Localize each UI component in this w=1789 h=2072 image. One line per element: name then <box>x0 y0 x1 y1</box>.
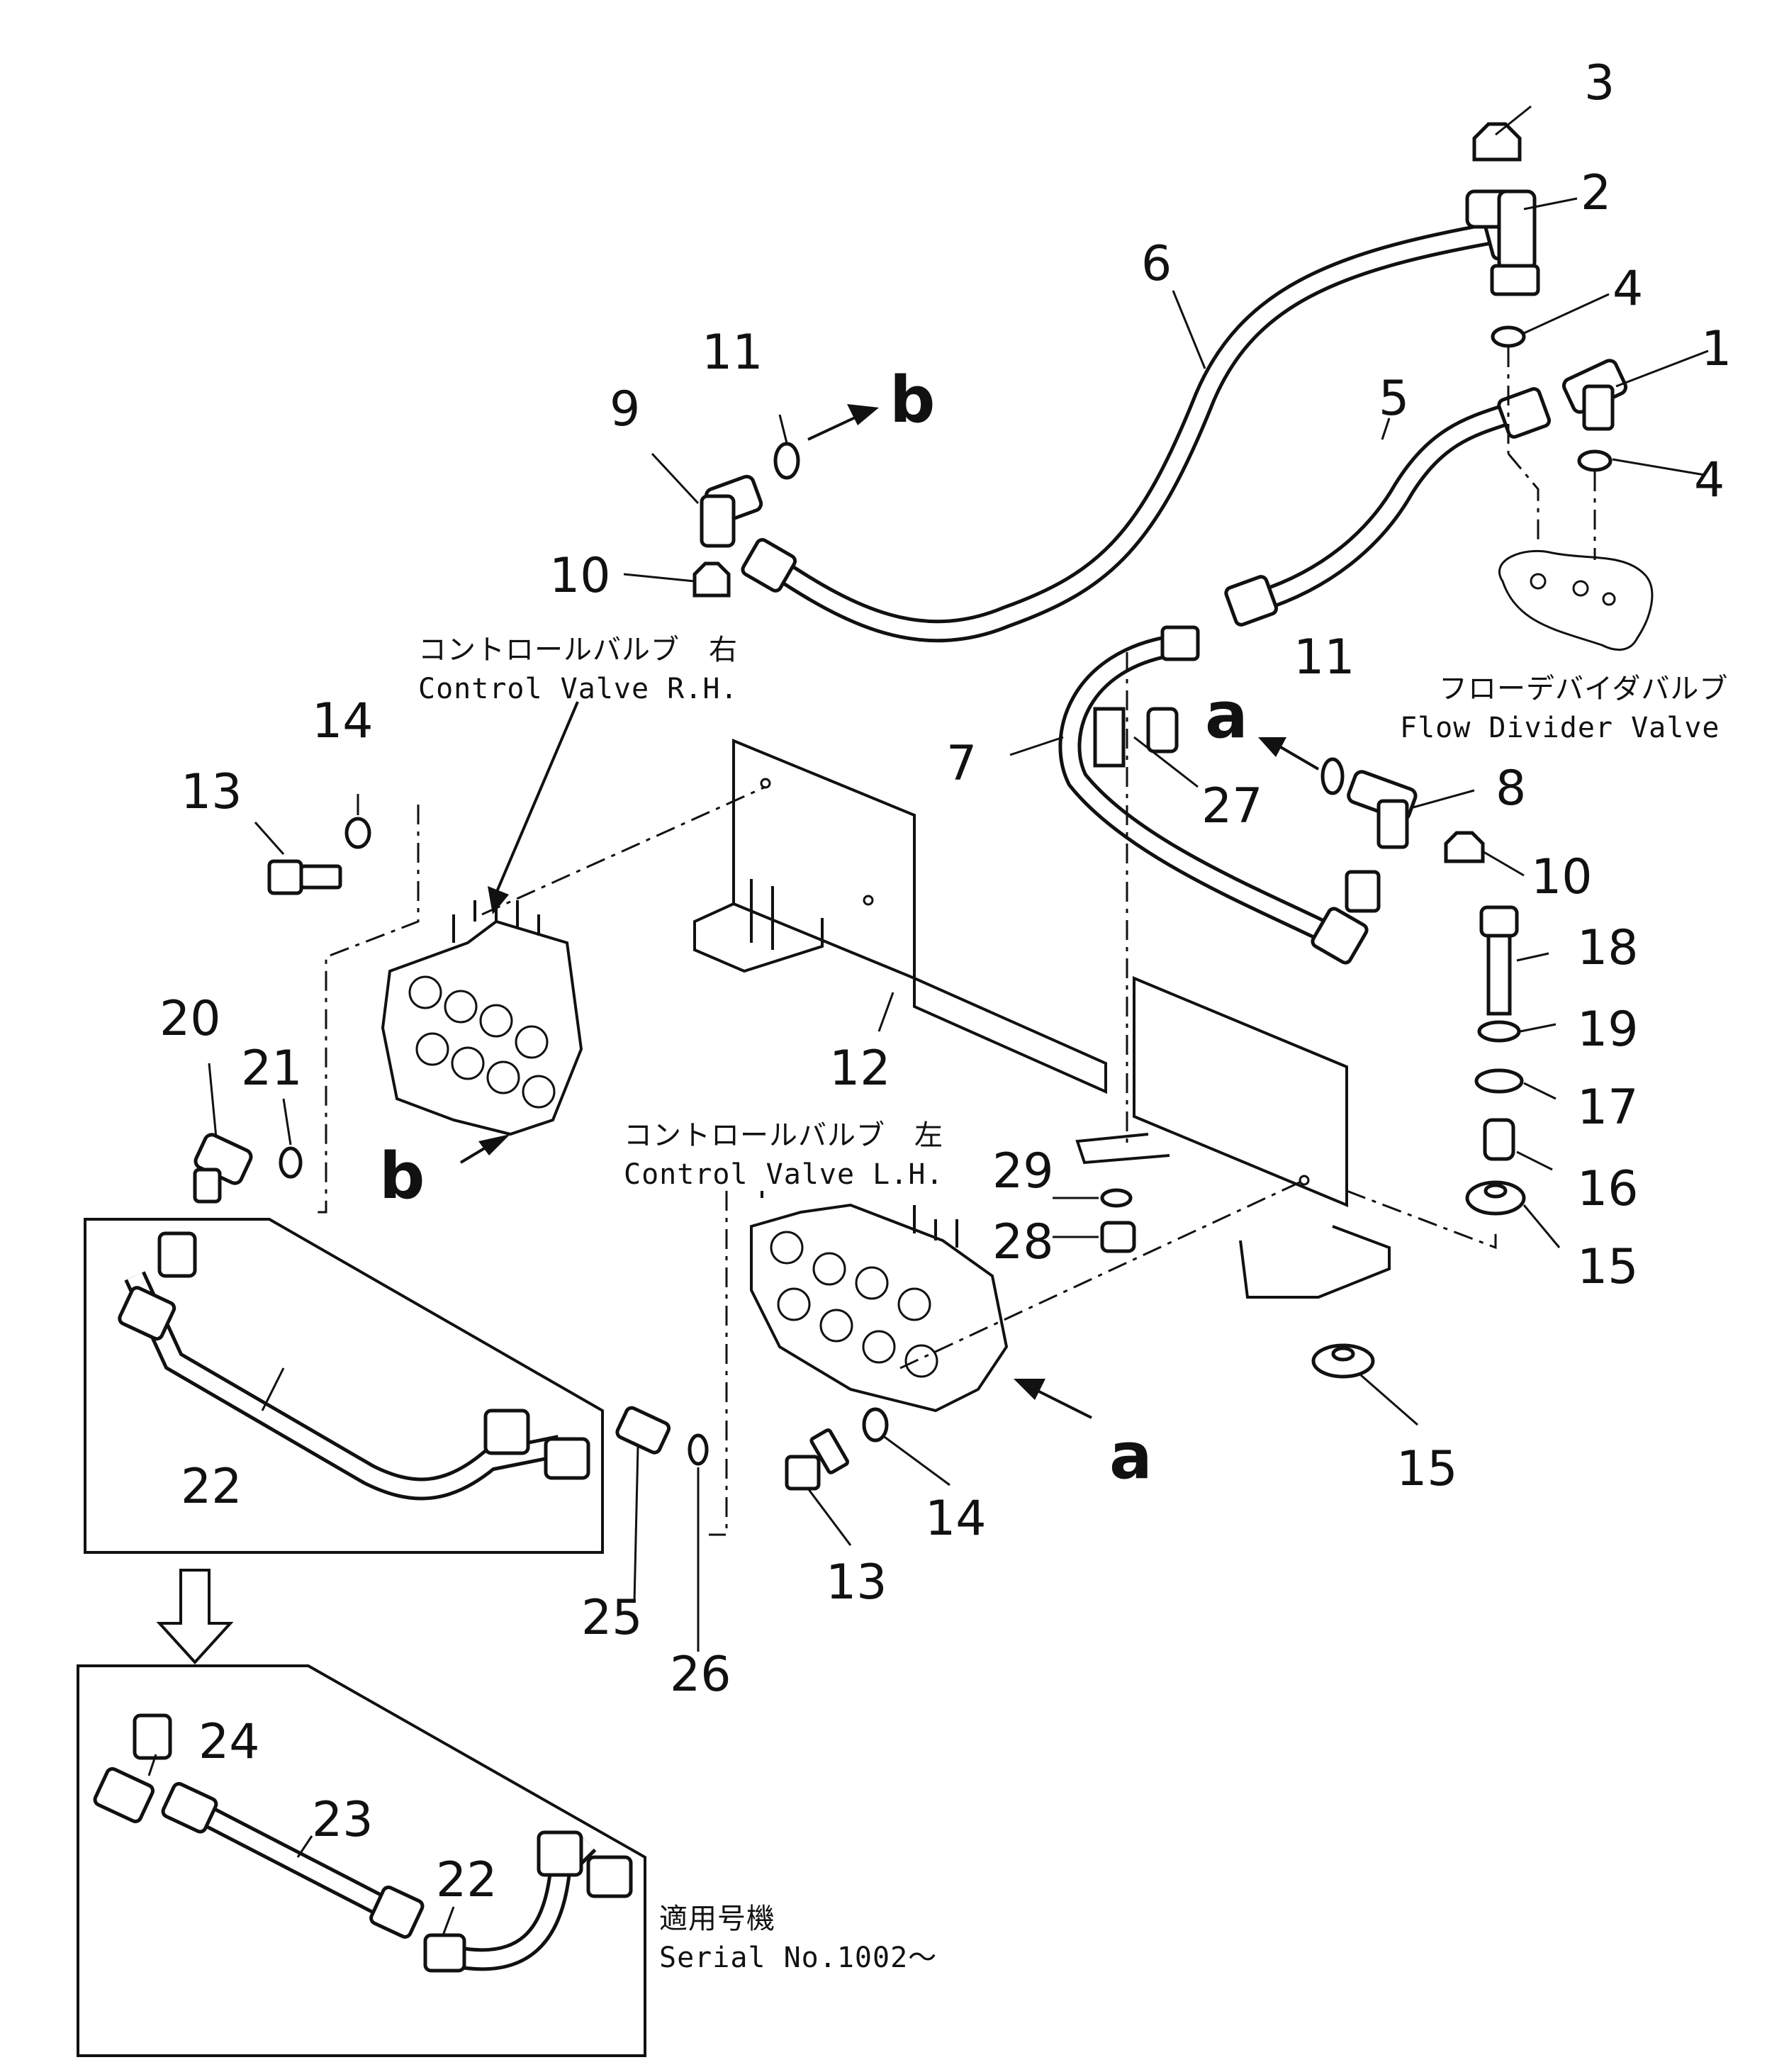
clamp-27 <box>1093 707 1179 768</box>
washer-14a <box>344 817 371 849</box>
callout-10: 10 <box>1531 849 1593 905</box>
flow-divider-valve <box>1498 549 1654 651</box>
fitting-9 <box>700 474 763 548</box>
fitting-2 <box>1465 189 1540 296</box>
bolt-18 <box>1479 905 1519 1016</box>
callout-6: 6 <box>1141 236 1172 292</box>
flow-divider-label-en: Flow Divider Valve <box>1400 712 1720 744</box>
bolt-13b <box>785 1428 850 1491</box>
callout-15: 15 <box>1577 1239 1639 1295</box>
callout-21: 21 <box>241 1041 303 1097</box>
fitting-10b <box>1444 831 1485 863</box>
control-valve-rh <box>381 893 583 1136</box>
callout-1: 1 <box>1701 321 1732 377</box>
frame-12 <box>693 739 1391 1299</box>
callout-11: 11 <box>702 325 763 381</box>
fitting-20 <box>193 1133 253 1204</box>
serial-label-en: Serial No.1002～ <box>659 1942 937 1974</box>
callout-27: 27 <box>1201 778 1263 834</box>
callout-3: 3 <box>1584 55 1615 111</box>
callout-18: 18 <box>1577 920 1639 976</box>
nut-28 <box>1100 1221 1136 1253</box>
washer-19 <box>1477 1020 1521 1043</box>
callout-19: 19 <box>1577 1002 1639 1058</box>
callout-22: 22 <box>436 1852 498 1908</box>
callout-22: 22 <box>181 1459 242 1515</box>
callout-29: 29 <box>992 1143 1054 1199</box>
leader-lines <box>147 105 1709 1936</box>
washer-14b <box>862 1407 889 1443</box>
callout-17: 17 <box>1577 1080 1639 1136</box>
fitting-3 <box>1472 122 1522 162</box>
oring-21 <box>279 1146 303 1179</box>
control-valve-lh-label-en: Control Valve L.H. <box>624 1158 943 1191</box>
view-b-label: b <box>379 1139 425 1214</box>
serial-label-jp: 適用号機 <box>659 1903 775 1935</box>
callout-11: 11 <box>1294 629 1355 685</box>
control-valve-lh <box>750 1203 1009 1413</box>
collar-16 <box>1483 1118 1515 1161</box>
callout-4: 4 <box>1694 452 1724 508</box>
callout-14: 14 <box>312 693 374 749</box>
callout-14: 14 <box>925 1491 987 1547</box>
fitting-25 <box>615 1406 671 1455</box>
fitting-10a <box>692 561 731 598</box>
view-a-label: a <box>1205 678 1248 753</box>
bolt-13a <box>267 859 342 895</box>
control-valve-rh-label-jp: コントロールバルブ 右 <box>418 634 738 666</box>
callout-2: 2 <box>1581 165 1611 221</box>
tube-23-box <box>77 1664 646 2057</box>
callout-5: 5 <box>1379 371 1409 427</box>
view-b-label: b <box>890 363 935 437</box>
callout-16: 16 <box>1577 1161 1639 1217</box>
tube-22-box <box>84 1218 604 1554</box>
arrow-down-icon <box>156 1569 234 1664</box>
callout-24: 24 <box>198 1714 260 1770</box>
control-valve-rh-label-en: Control Valve R.H. <box>418 673 738 705</box>
callout-12: 12 <box>829 1041 891 1097</box>
fitting-8 <box>1347 770 1418 849</box>
tube-7 <box>1058 625 1381 965</box>
callout-15: 15 <box>1396 1441 1458 1497</box>
oring-11a <box>1320 757 1345 795</box>
flow-divider-label-jp: フローデバイダバルブ <box>1439 673 1728 705</box>
fitting-1 <box>1561 359 1628 431</box>
callout-8: 8 <box>1496 761 1526 817</box>
oring-4a <box>1491 325 1526 348</box>
callout-numbers: 1 2 3 4 4 5 6 7 8 9 10 10 11 11 12 13 13… <box>159 55 1732 1908</box>
view-a-label: a <box>1109 1419 1153 1494</box>
mount-15b <box>1311 1343 1375 1379</box>
oring-11b <box>773 442 800 480</box>
callout-20: 20 <box>159 991 221 1047</box>
oring-26 <box>688 1433 709 1466</box>
hose-5 <box>1224 387 1552 627</box>
callout-4: 4 <box>1613 261 1643 317</box>
leader-dash-15 <box>1346 1189 1497 1250</box>
callout-23: 23 <box>312 1792 374 1848</box>
callout-28: 28 <box>992 1214 1054 1270</box>
leader-dash-fd1 <box>1507 347 1540 546</box>
callout-25: 25 <box>581 1590 643 1646</box>
washer-17 <box>1474 1068 1524 1094</box>
mount-15a <box>1465 1180 1526 1216</box>
leader-dash-rh <box>312 805 420 1214</box>
callout-13: 13 <box>181 764 242 820</box>
callout-9: 9 <box>610 381 640 437</box>
callout-7: 7 <box>946 736 977 792</box>
control-valve-lh-label-jp: コントロールバルブ 左 <box>624 1119 943 1152</box>
callout-13: 13 <box>826 1555 887 1611</box>
callout-10: 10 <box>549 548 611 604</box>
view-arrows <box>459 404 1320 1419</box>
washer-29 <box>1100 1188 1133 1208</box>
leader-dash-rh2 <box>481 785 766 916</box>
leader-dash-lh <box>709 1191 728 1536</box>
oring-4b <box>1577 449 1613 472</box>
callout-26: 26 <box>670 1647 731 1703</box>
